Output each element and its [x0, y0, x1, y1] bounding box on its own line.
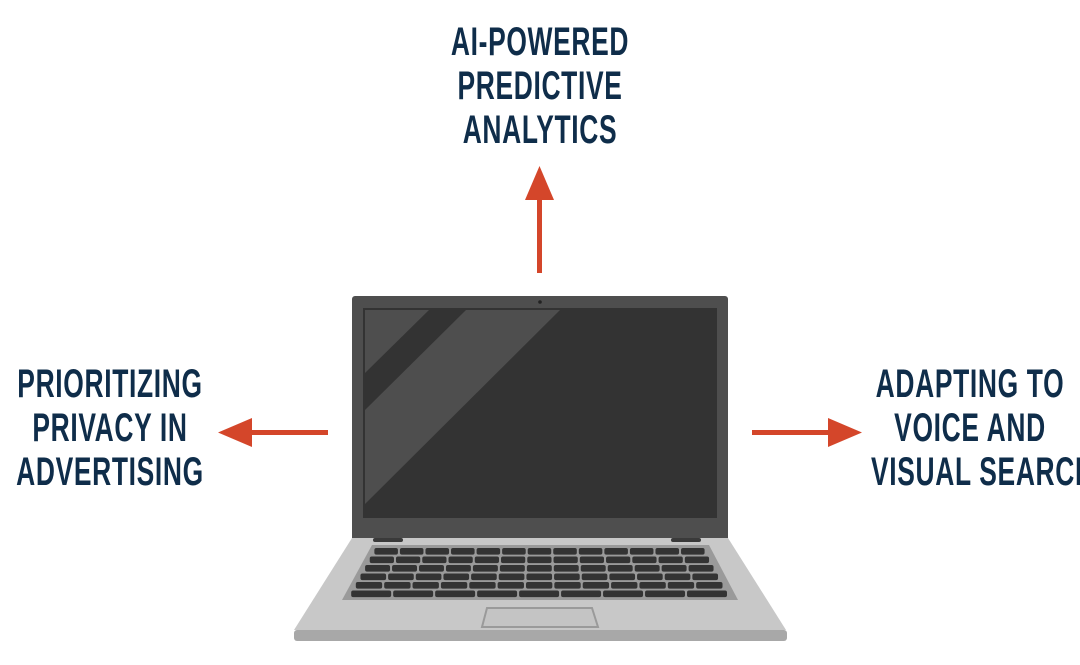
keyboard-key	[658, 556, 683, 564]
keyboard-key	[393, 590, 434, 598]
keyboard-key	[425, 548, 450, 555]
keyboard-key	[498, 573, 525, 581]
keyboard-key	[688, 565, 714, 572]
keyboard-key	[607, 565, 633, 572]
keyboard-key	[519, 590, 560, 598]
keyboard-key	[472, 565, 498, 572]
keyboard-key	[661, 565, 687, 572]
keyboard-key	[469, 582, 496, 589]
keyboard-key	[696, 582, 723, 589]
keyboard-key	[374, 548, 398, 555]
keyboard-key	[664, 573, 691, 581]
keyboard-key	[445, 565, 471, 572]
keyboard-key	[687, 590, 727, 598]
keyboard-key	[681, 548, 705, 555]
keyboard-key	[554, 582, 581, 589]
keyboard-key	[634, 565, 660, 572]
screen-glare	[365, 310, 429, 373]
keyboard-key	[692, 573, 719, 581]
keyboard-key	[526, 565, 552, 572]
laptop-base-edge	[294, 630, 787, 641]
keyboard-key	[553, 556, 578, 564]
keyboard	[351, 548, 727, 598]
label-ai-powered-predictive-analytics: AI-POWERED PREDICTIVE ANALYTICS	[390, 20, 690, 152]
keyboard-key	[606, 556, 631, 564]
keyboard-key	[477, 590, 518, 598]
keyboard-key	[351, 590, 392, 598]
keyboard-key	[655, 548, 680, 555]
label-line: PRIORITIZING	[17, 362, 203, 406]
keyboard-key	[443, 573, 470, 581]
arrow-left-icon	[218, 418, 328, 447]
label-line: PREDICTIVE	[457, 64, 623, 108]
keyboard-key	[645, 590, 686, 598]
keyboard-key	[392, 565, 418, 572]
keyboard-key	[611, 582, 638, 589]
keyboard-key	[448, 556, 473, 564]
keyboard-key	[561, 590, 602, 598]
keyboard-key	[474, 556, 500, 564]
keyboard-key	[639, 582, 666, 589]
keyboard-key	[471, 573, 497, 581]
trackpad	[480, 607, 600, 628]
keyboard-key	[527, 556, 552, 564]
keyboard-key	[422, 556, 447, 564]
keyboard-key	[399, 548, 424, 555]
keyboard-key	[451, 548, 475, 555]
label-prioritizing-privacy: PRIORITIZING PRIVACY IN ADVERTISING	[0, 362, 260, 494]
label-line: ADVERTISING	[16, 450, 204, 494]
keyboard-key	[501, 556, 526, 564]
label-line: ADAPTING TO	[875, 362, 1065, 406]
keyboard-key	[629, 548, 654, 555]
keyboard-key	[497, 582, 524, 589]
label-line: AI-POWERED	[450, 20, 630, 64]
keyboard-key	[527, 548, 552, 555]
keyboard-key	[525, 582, 553, 589]
keyboard-key	[415, 573, 442, 581]
screen-glare	[365, 310, 560, 504]
keyboard-key	[365, 565, 391, 572]
label-line: VOICE AND	[894, 406, 1046, 450]
keyboard-key	[553, 548, 577, 555]
keyboard-key	[412, 582, 439, 589]
keyboard-key	[419, 565, 444, 572]
keyboard-key	[637, 573, 663, 581]
keyboard-key	[632, 556, 657, 564]
keyboard-key	[604, 548, 628, 555]
keyboard-key	[603, 590, 644, 598]
keyboard-key	[667, 582, 695, 589]
keyboard-key	[579, 556, 605, 564]
keyboard-key	[476, 548, 501, 555]
webcam	[538, 300, 542, 304]
keyboard-key	[355, 582, 383, 589]
keyboard-key	[369, 556, 394, 564]
keyboard-key	[582, 582, 610, 589]
keyboard-key	[684, 556, 710, 564]
keyboard-key	[580, 565, 606, 572]
arrow-right-icon	[752, 418, 862, 447]
keyboard-key	[440, 582, 468, 589]
keyboard-key	[499, 565, 525, 572]
laptop-icon	[294, 296, 787, 641]
keyboard-key	[435, 590, 476, 598]
keyboard-key	[554, 573, 580, 581]
label-line: ANALYTICS	[462, 108, 618, 152]
keyboard-key	[395, 556, 421, 564]
keyboard-key	[384, 582, 411, 589]
arrow-up-icon	[525, 166, 554, 273]
label-line: VISUAL SEARCH	[871, 450, 1080, 494]
keyboard-key	[578, 548, 603, 555]
keyboard-key	[360, 573, 387, 581]
keyboard-key	[609, 573, 636, 581]
label-voice-visual-search: ADAPTING TO VOICE AND VISUAL SEARCH	[820, 362, 1080, 494]
keyboard-key	[581, 573, 608, 581]
keyboard-key	[553, 565, 579, 572]
label-line: PRIVACY IN	[32, 406, 188, 450]
keyboard-key	[388, 573, 414, 581]
keyboard-key	[526, 573, 553, 581]
keyboard-key	[502, 548, 526, 555]
